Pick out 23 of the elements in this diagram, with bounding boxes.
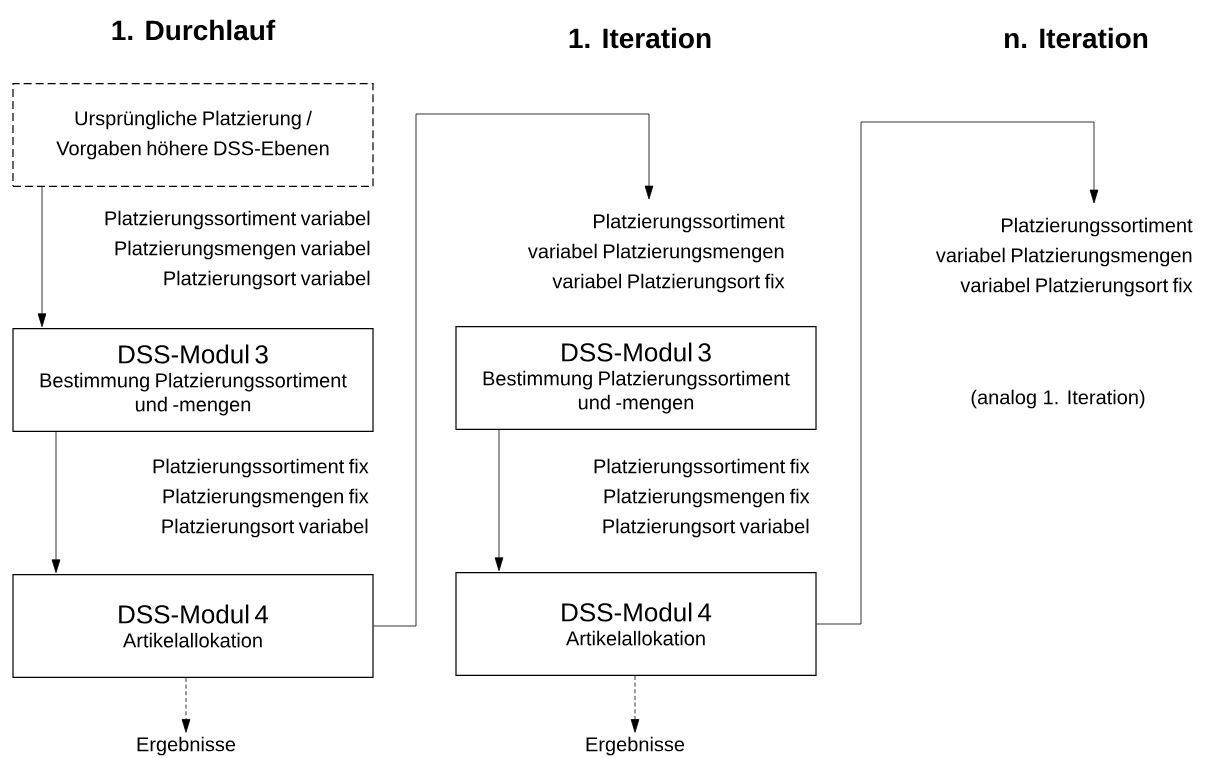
arrow (494, 429, 504, 572)
arrow (181, 677, 191, 733)
condition-text: Platzierungssortiment variabel Platzierungsmengen variabel Platzierungsort fix (935, 217, 1193, 297)
result-text: Ergebnisse (586, 736, 685, 756)
process-box: DSS-Modul 4 Artikelallokation (455, 572, 817, 676)
column-heading: n. Iteration (1005, 27, 1148, 49)
arrow (630, 675, 640, 733)
edge-label: Platzierungssortiment fix Platzierungsmengen fix Platzierungsort variabel (594, 458, 810, 538)
column-heading: 1. Iteration (569, 27, 711, 49)
column-heading: 1. Durchlauf (112, 19, 276, 41)
arrow (816, 121, 1099, 625)
process-box: DSS-Modul 3 Bestimmung Platzierungssortiment und -mengen (12, 328, 374, 432)
note-text: (analog 1. Iteration) (971, 389, 1145, 409)
edge-label: Platzierungssortiment variabel Platzierungsmengen variabel Platzierungsort variabel (105, 210, 370, 290)
result-text: Ergebnisse (137, 736, 236, 756)
edge-label: Platzierungssortiment fix Platzierungsmengen fix Platzierungsort variabel (153, 458, 369, 538)
process-box: DSS-Modul 3 Bestimmung Platzierungssortiment und -mengen (455, 326, 817, 430)
arrow (51, 431, 61, 574)
condition-text: Platzierungssortiment variabel Platzierungsmengen variabel Platzierungsort fix (527, 213, 785, 293)
arrow (37, 186, 47, 328)
input-box: Ursprüngliche Platzierung / Vorgaben höhere DSS-Ebenen (12, 83, 374, 187)
process-box: DSS-Modul 4 Artikelallokation (12, 574, 374, 678)
arrow (373, 113, 654, 627)
